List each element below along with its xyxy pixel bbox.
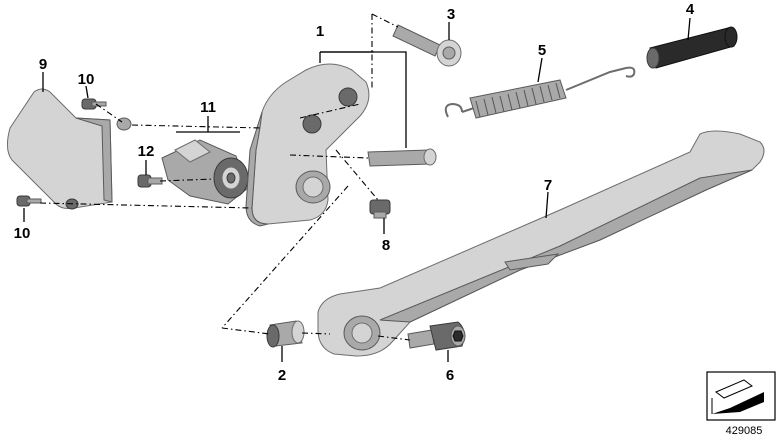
screw-part <box>392 24 462 67</box>
label-part-4: 4 <box>686 1 695 18</box>
reference-id: 429085 <box>726 425 763 437</box>
label-part-10-bottom: 10 <box>14 225 31 242</box>
label-part-10-top: 10 <box>78 71 95 88</box>
label-part-5: 5 <box>538 42 546 59</box>
hex-bolt-part <box>407 321 466 351</box>
bracket-part <box>245 63 370 227</box>
part-labels: 1 2 3 4 5 6 7 8 9 10 10 11 12 <box>14 1 695 384</box>
assembly-lines <box>39 13 411 341</box>
fastener-screw-top <box>81 98 107 110</box>
leader-lines <box>23 17 691 362</box>
cover-plate-part <box>6 88 132 210</box>
switch-screw-part <box>369 199 391 219</box>
label-part-2: 2 <box>278 367 286 384</box>
side-stand-part <box>317 130 765 357</box>
mounting-screw-part <box>137 174 163 188</box>
label-part-8: 8 <box>382 237 390 254</box>
label-part-12: 12 <box>138 143 155 160</box>
bushing-part <box>266 320 305 348</box>
label-part-7: 7 <box>544 177 552 194</box>
label-part-11: 11 <box>200 99 216 116</box>
tension-spring-part <box>444 66 636 119</box>
orientation-symbol <box>706 371 776 421</box>
label-part-3: 3 <box>447 6 455 23</box>
fastener-screw-bottom <box>16 195 42 207</box>
spring-sleeve-part <box>646 26 738 69</box>
label-part-1: 1 <box>316 23 324 40</box>
label-part-9: 9 <box>39 56 47 73</box>
pin-part <box>367 148 437 167</box>
label-part-6: 6 <box>446 367 454 384</box>
side-stand-switch-part <box>161 139 249 205</box>
